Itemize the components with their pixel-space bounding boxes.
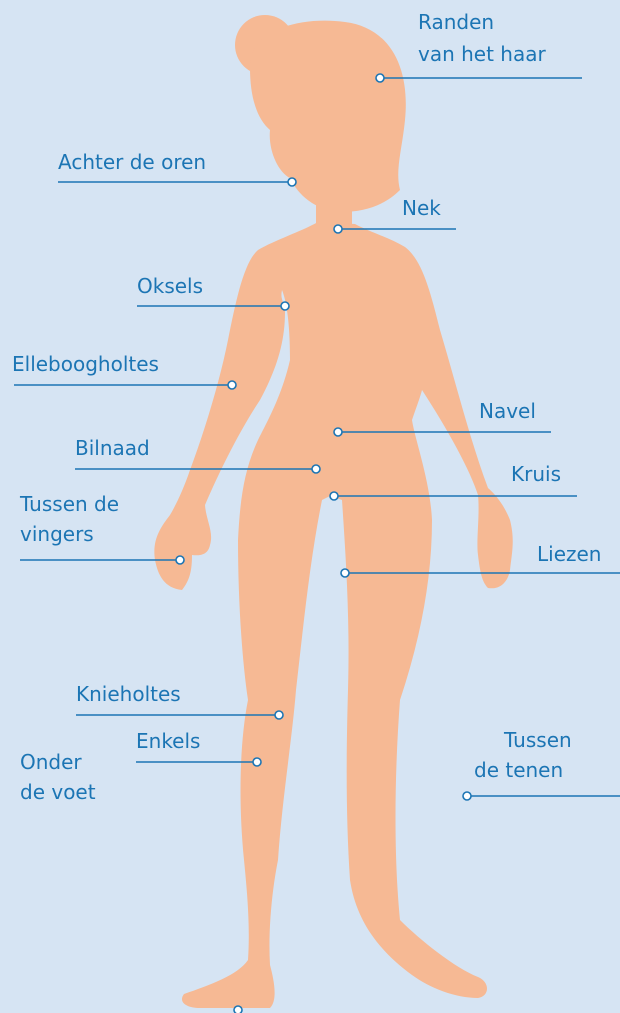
label-kruis: Kruis (511, 462, 561, 486)
label-liezen: Liezen (537, 542, 601, 566)
label-navel: Navel (479, 399, 536, 423)
neck (316, 195, 352, 226)
label-enkels: Enkels (136, 729, 200, 753)
label-elleboogholtes: Elleboogholtes (12, 352, 159, 376)
label-achter-de-oren: Achter de oren (58, 150, 206, 174)
label-tenen-line2: de tenen (474, 758, 563, 782)
label-voet-line1: Onder (20, 750, 82, 774)
label-haarrand-line1: Randen (418, 10, 494, 34)
label-vingers-line1: Tussen de (20, 492, 119, 516)
label-oksels: Oksels (137, 274, 203, 298)
label-voet-line2: de voet (20, 780, 96, 804)
label-nek: Nek (402, 196, 441, 220)
label-tenen-line1: Tussen (504, 728, 572, 752)
label-haarrand-line2: van het haar (418, 42, 546, 66)
label-knieholtes: Knieholtes (76, 682, 181, 706)
callout-voet (234, 1006, 242, 1013)
label-vingers-line2: vingers (20, 522, 94, 546)
label-bilnaad: Bilnaad (75, 436, 150, 460)
